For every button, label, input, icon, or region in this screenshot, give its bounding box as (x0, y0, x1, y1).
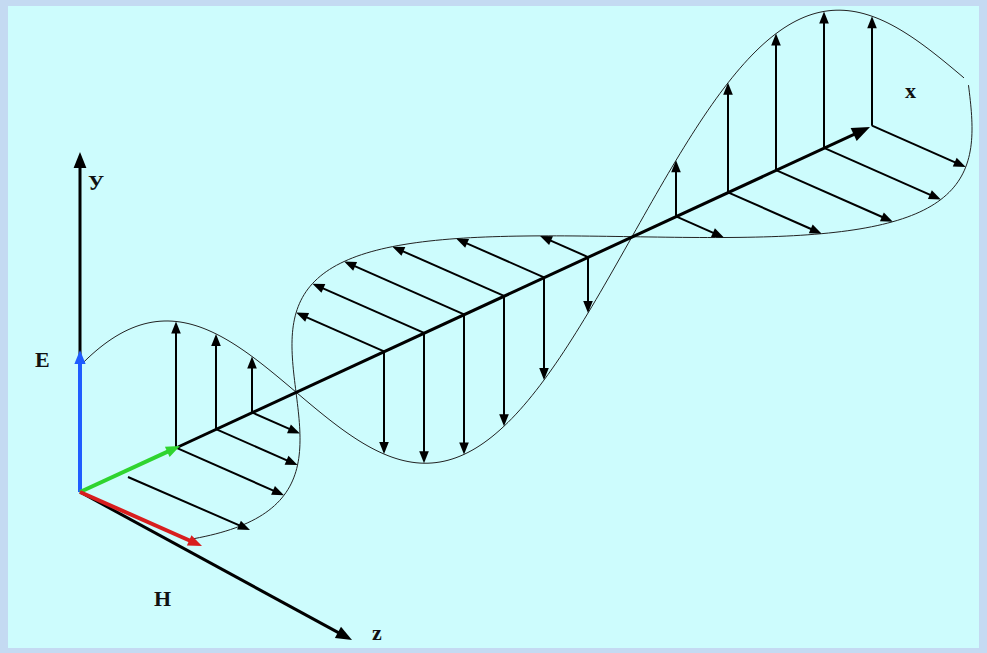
e-vector-head (723, 83, 733, 95)
axis-label: У (88, 172, 104, 194)
h-vector (306, 317, 384, 351)
h-vector (402, 251, 504, 296)
e-vector (675, 171, 677, 216)
h-vector-head (237, 521, 250, 530)
e-vector-head (379, 442, 389, 454)
y-axis (79, 167, 82, 492)
x-unit-vector (80, 451, 168, 492)
e-unit-vector (78, 363, 82, 492)
field-label: H (154, 588, 171, 610)
h-vector-head (296, 313, 309, 322)
h-vector-head (880, 212, 893, 221)
e-vector (383, 351, 385, 443)
h-vector-head (953, 158, 966, 167)
axis-label: z (372, 622, 382, 644)
e-vector-head (171, 321, 181, 333)
h-unit-vector (80, 492, 190, 541)
h-vector-head (271, 486, 284, 495)
e-envelope (80, 10, 964, 463)
h-unit-vector-head (187, 535, 202, 546)
h-vector (354, 266, 464, 314)
x-axis-head (851, 127, 870, 141)
e-vector (775, 45, 777, 170)
e-vector-head (771, 34, 781, 46)
h-vector (466, 243, 544, 277)
h-vector (216, 429, 287, 461)
e-vector-head (539, 368, 549, 380)
e-vector (463, 314, 465, 443)
h-vector (872, 126, 956, 163)
e-vector-head (499, 414, 509, 426)
h-vector (252, 412, 290, 429)
h-vector-head (344, 261, 357, 270)
e-vector (823, 22, 825, 147)
e-vector (871, 27, 873, 125)
e-vector-head (819, 11, 829, 23)
h-vector (776, 170, 883, 217)
e-unit-vector-head (74, 350, 85, 364)
h-vector (322, 288, 424, 333)
e-vector (215, 345, 217, 429)
h-vector (128, 477, 240, 526)
z-axis-head (335, 627, 352, 640)
e-vector (503, 296, 505, 415)
h-vector-head (312, 284, 325, 293)
e-vector (543, 277, 545, 369)
x-unit-vector-head (165, 446, 180, 457)
h-vector (824, 148, 931, 195)
h-vector-head (456, 239, 469, 248)
y-axis-head (74, 152, 87, 168)
h-vector-head (392, 247, 405, 256)
axis-label: x (905, 80, 916, 102)
e-vector (423, 333, 425, 452)
e-vector-head (671, 160, 681, 172)
h-vector-head (540, 236, 553, 245)
e-vector-head (459, 442, 469, 454)
e-vector (587, 257, 589, 302)
h-vector (676, 216, 714, 233)
e-vector-head (867, 16, 877, 28)
e-vector-head (211, 334, 221, 346)
h-envelope (188, 85, 972, 540)
h-vector-head (285, 456, 298, 465)
h-vector-head (809, 224, 822, 233)
h-vector (176, 448, 274, 491)
x-axis (178, 134, 855, 447)
e-vector (175, 332, 177, 447)
e-vector-head (247, 356, 257, 368)
h-vector-head (928, 190, 941, 199)
h-vector (728, 192, 812, 229)
e-vector (727, 94, 729, 192)
e-vector-head (583, 301, 593, 313)
h-vector (550, 240, 588, 257)
e-vector-head (419, 451, 429, 463)
h-vector-head (711, 228, 724, 237)
field-label: E (35, 349, 50, 371)
e-vector (251, 367, 253, 412)
background-panel (8, 6, 979, 648)
h-vector-head (287, 424, 300, 433)
